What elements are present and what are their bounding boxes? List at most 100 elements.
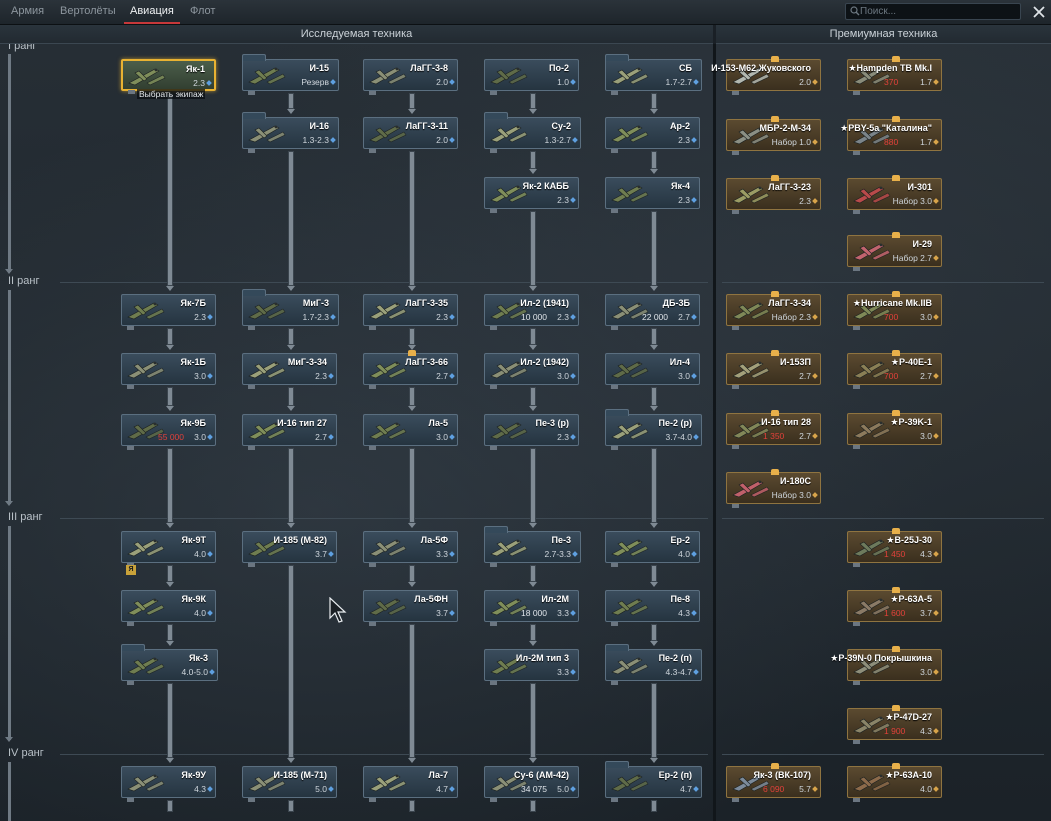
aircraft-icon <box>732 774 770 792</box>
vehicle-card[interactable]: Ер-2 (п)4.7 <box>605 761 702 802</box>
vehicle-name: По-2 <box>549 63 569 73</box>
aircraft-icon <box>611 657 649 675</box>
aircraft-icon <box>732 127 770 145</box>
tab-aviation[interactable]: Авиация <box>124 0 180 24</box>
vehicle-name: Ла-5ФН <box>414 594 448 604</box>
crew-slot-icon <box>369 622 376 626</box>
battle-rating: 3.0 <box>194 371 206 381</box>
close-icon[interactable] <box>1031 4 1047 20</box>
battle-rating: 2.0 <box>436 77 448 87</box>
vehicle-card[interactable]: Пе-3 (р)2.3 <box>484 414 579 450</box>
tab-army[interactable]: Армия <box>11 5 45 17</box>
battle-rating: 2.0 <box>799 77 811 87</box>
arrow-down-icon <box>287 109 295 114</box>
tab-navy[interactable]: Флот <box>190 5 216 17</box>
arrow-down-icon <box>408 286 416 291</box>
battle-rating: 3.0 <box>678 371 690 381</box>
arrow-down-icon <box>650 109 658 114</box>
br-diamond-icon <box>691 373 697 379</box>
tab-helicopters[interactable]: Вертолёты <box>60 5 116 17</box>
battle-rating: 3.3 <box>557 667 569 677</box>
aircraft-icon <box>611 185 649 203</box>
tree-connector <box>409 328 415 345</box>
tree-connector <box>651 211 657 286</box>
search-input[interactable]: Поиск... <box>845 3 1021 20</box>
br-diamond-icon <box>693 434 699 440</box>
vehicle-name: И-153-М62 Жуковского <box>711 63 811 73</box>
vehicle-card[interactable]: И-185 (М-71)5.0 <box>242 766 337 802</box>
vehicle-name: ЛаГГ-3-11 <box>405 121 448 131</box>
br-diamond-icon <box>933 433 939 439</box>
vehicle-card[interactable]: И-185 (М-82)3.7 <box>242 531 337 567</box>
rank-separator <box>60 282 708 283</box>
vehicle-name: Як-9Б <box>180 418 206 428</box>
crew-slot-icon <box>127 385 134 389</box>
br-diamond-icon <box>812 198 818 204</box>
crew-slot-icon <box>490 209 497 213</box>
br-diamond-icon <box>449 434 455 440</box>
vehicle-card[interactable]: Пе-2 (п)4.3-4.7 <box>605 644 702 685</box>
crew-slot-icon <box>853 91 860 95</box>
vehicle-card[interactable]: Пе-2 (р)3.7-4.0 <box>605 409 702 450</box>
premium-vehicle-card[interactable]: И-153-М62 Жуковского 2.0 <box>711 56 821 95</box>
tree-connector <box>409 387 415 406</box>
vehicle-card[interactable]: Ил-2 (1942)3.0 <box>484 353 579 389</box>
br-diamond-icon <box>449 373 455 379</box>
